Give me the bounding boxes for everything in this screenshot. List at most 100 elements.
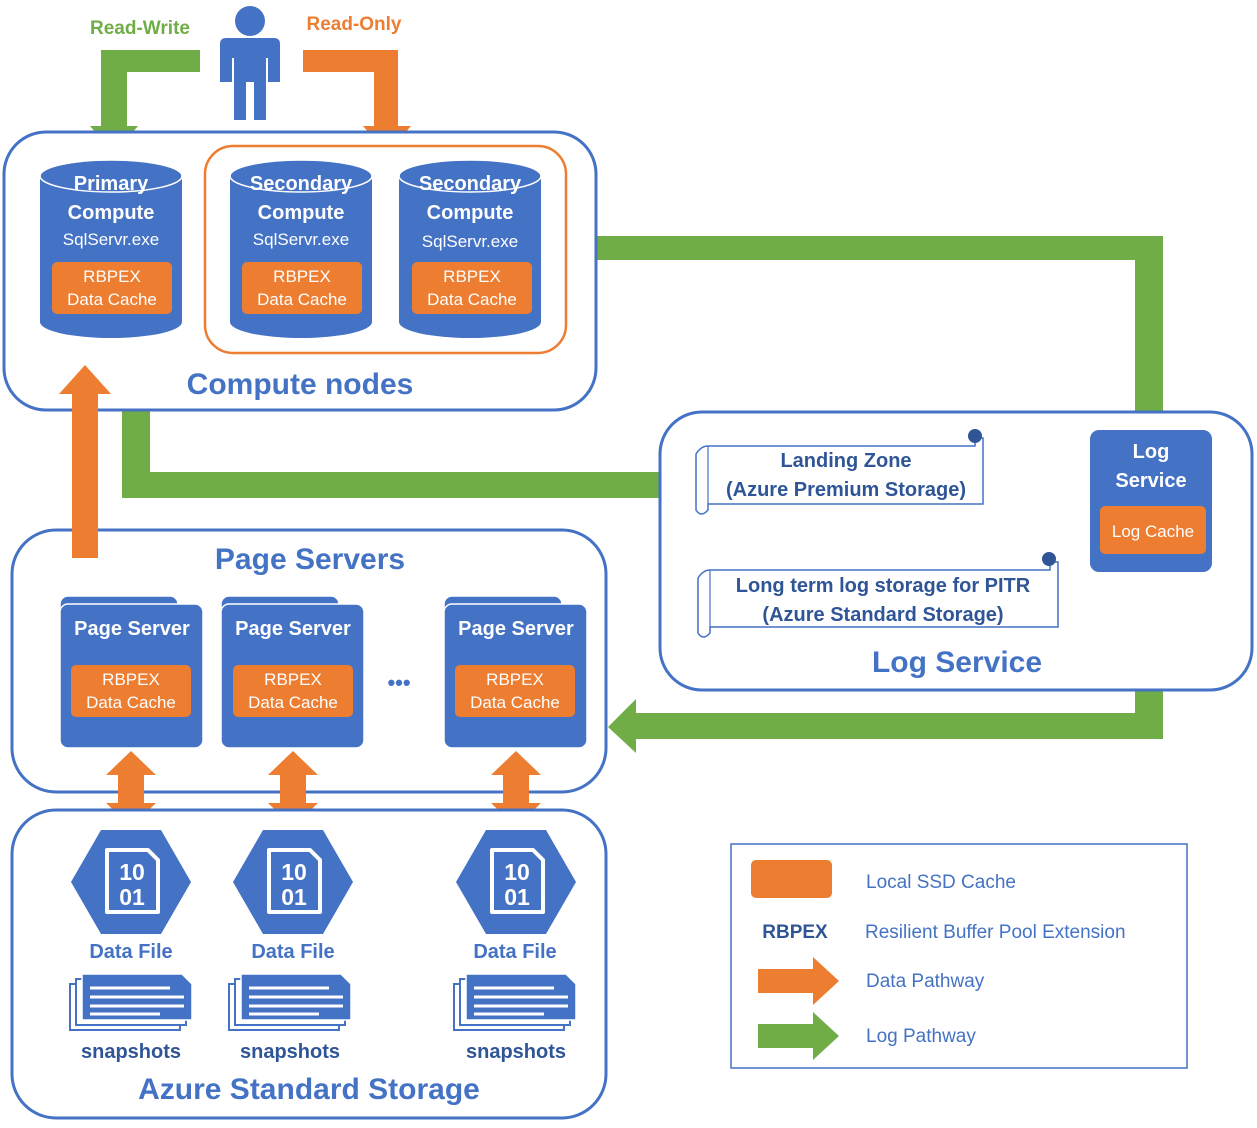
- user-icon: [220, 6, 280, 120]
- secondary-2-rbpex-cache: [412, 262, 532, 314]
- log-service-node-line1: Log: [1133, 441, 1170, 463]
- page-server-3-title: Page Server: [458, 618, 574, 640]
- data-arrow-bidirectional-1: [106, 751, 156, 827]
- page-server-1-cache: [71, 665, 191, 717]
- primary-compute-cylinder-top: [39, 159, 183, 193]
- primary-compute-exe: SqlServr.exe: [63, 230, 159, 249]
- snapshots-3-icon: [453, 973, 577, 1031]
- page-server-3-cache2: Data Cache: [470, 693, 560, 712]
- landing-zone-scroll-knob: [968, 429, 982, 443]
- azure-storage-title: Azure Standard Storage: [138, 1073, 480, 1106]
- data-arrow-bidirectional-2: [268, 751, 318, 827]
- secondary-group-outline: [203, 144, 568, 355]
- secondary-2-line2: Compute: [427, 202, 514, 224]
- primary-cache-line2: Data Cache: [67, 290, 157, 309]
- secondary-1-cache-line1: RBPEX: [273, 267, 331, 286]
- data-file-2-bits-1: 10: [281, 859, 307, 885]
- snapshots-1-label: snapshots: [81, 1041, 181, 1063]
- secondary-1-rbpex-cache: [242, 262, 362, 314]
- data-file-1-bits-1: 10: [119, 859, 145, 885]
- secondary-1-cylinder-top: [229, 159, 373, 193]
- legend-data-arrow: [758, 957, 839, 1005]
- log-service-node: Log Service Log Cache: [1090, 430, 1212, 572]
- landing-zone-line2: (Azure Premium Storage): [726, 479, 966, 501]
- log-arrow-primary-to-landing: [122, 370, 696, 514]
- secondary-2-cache-line1: RBPEX: [443, 267, 501, 286]
- page-server-1-title: Page Server: [74, 618, 190, 640]
- data-file-doc-icon: [105, 848, 160, 914]
- data-arrow-bidirectional-3: [491, 751, 541, 827]
- long-term-line2: (Azure Standard Storage): [762, 604, 1003, 626]
- page-server-1-cache2: Data Cache: [86, 693, 176, 712]
- snapshots-2-icon: [228, 973, 352, 1031]
- secondary-2-exe: SqlServr.exe: [422, 232, 518, 251]
- page-server-3-cache1: RBPEX: [486, 670, 544, 689]
- secondary-2-cylinder-top: [398, 159, 542, 193]
- snapshots-2-label: snapshots: [240, 1041, 340, 1063]
- secondary-1-exe: SqlServr.exe: [253, 230, 349, 249]
- data-file-2-bits-2: 01: [281, 884, 307, 910]
- data-file-3-bits-1: 10: [504, 859, 530, 885]
- data-file-hexagon-icon: [71, 830, 191, 934]
- landing-zone-line1: Landing Zone: [780, 450, 911, 472]
- secondary-2-line1: Secondary: [419, 173, 522, 195]
- page-server-2-title: Page Server: [235, 618, 351, 640]
- log-arrow-to-secondaries: [557, 222, 1163, 430]
- read-write-label: Read-Write: [90, 18, 190, 39]
- page-server-2-cache1: RBPEX: [264, 670, 322, 689]
- page-server-1-cache1: RBPEX: [102, 670, 160, 689]
- read-write-arrow: [90, 50, 200, 154]
- legend-data-label: Data Pathway: [866, 971, 985, 992]
- page-server-2: Page Server RBPEX Data Cache: [220, 595, 365, 749]
- page-server-2-cache2: Data Cache: [248, 693, 338, 712]
- data-file-hexagon-icon: [456, 830, 576, 934]
- page-server-1: Page Server RBPEX Data Cache: [59, 595, 204, 749]
- legend: Local SSD Cache RBPEX Resilient Buffer P…: [730, 843, 1188, 1069]
- data-file-3-bits-2: 01: [504, 884, 530, 910]
- data-file-3-label: Data File: [473, 941, 556, 963]
- legend-log-arrow: [758, 1012, 839, 1060]
- data-file-doc-icon: [267, 848, 322, 914]
- legend-ssd-label: Local SSD Cache: [866, 872, 1016, 893]
- log-service-title: Log Service: [872, 646, 1042, 679]
- legend-ssd-swatch: [751, 860, 832, 898]
- secondary-compute-node-2: Secondary Compute SqlServr.exe RBPEX Dat…: [398, 159, 542, 338]
- long-term-log-scroll: Long term log storage for PITR (Azure St…: [697, 552, 1059, 638]
- long-term-scroll-body: [697, 561, 1059, 638]
- compute-nodes-title: Compute nodes: [187, 368, 414, 401]
- storage-file-1: 10 01 Data File snapshots: [69, 830, 193, 1063]
- secondary-2-cache-line2: Data Cache: [427, 290, 517, 309]
- page-server-2-cache: [233, 665, 353, 717]
- primary-compute-line1: Primary: [74, 173, 149, 195]
- snapshots-3-label: snapshots: [466, 1041, 566, 1063]
- data-arrow-page-servers-to-primary: [59, 365, 111, 558]
- storage-file-3: 10 01 Data File snapshots: [453, 830, 577, 1063]
- primary-compute-line2: Compute: [68, 202, 155, 224]
- secondary-1-line1: Secondary: [250, 173, 353, 195]
- primary-rbpex-cache: [52, 262, 172, 314]
- storage-file-2: 10 01 Data File snapshots: [228, 830, 353, 1063]
- data-file-doc-icon: [490, 848, 545, 914]
- log-cache-box: [1100, 506, 1206, 554]
- secondary-compute-node-1: Secondary Compute SqlServr.exe RBPEX Dat…: [229, 159, 373, 338]
- landing-zone-scroll-body: [695, 437, 984, 515]
- log-cache-label: Log Cache: [1112, 522, 1194, 541]
- secondary-1-line2: Compute: [258, 202, 345, 224]
- page-server-3: Page Server RBPEX Data Cache: [443, 595, 588, 749]
- log-arrow-to-page-servers: [608, 574, 1163, 753]
- secondary-1-cache-line2: Data Cache: [257, 290, 347, 309]
- long-term-line1: Long term log storage for PITR: [736, 575, 1031, 597]
- data-file-hexagon-icon: [233, 830, 353, 934]
- long-term-scroll-knob: [1042, 552, 1056, 566]
- landing-zone-scroll: Landing Zone (Azure Premium Storage): [695, 429, 984, 515]
- legend-log-label: Log Pathway: [866, 1026, 976, 1047]
- legend-rbpex-full: Resilient Buffer Pool Extension: [865, 922, 1126, 943]
- page-servers-ellipsis: •••: [387, 670, 410, 695]
- snapshots-1-icon: [69, 973, 193, 1031]
- data-file-2-label: Data File: [251, 941, 334, 963]
- data-file-1-bits-2: 01: [119, 884, 145, 910]
- primary-cache-line1: RBPEX: [83, 267, 141, 286]
- data-file-1-label: Data File: [89, 941, 172, 963]
- read-only-label: Read-Only: [306, 14, 401, 35]
